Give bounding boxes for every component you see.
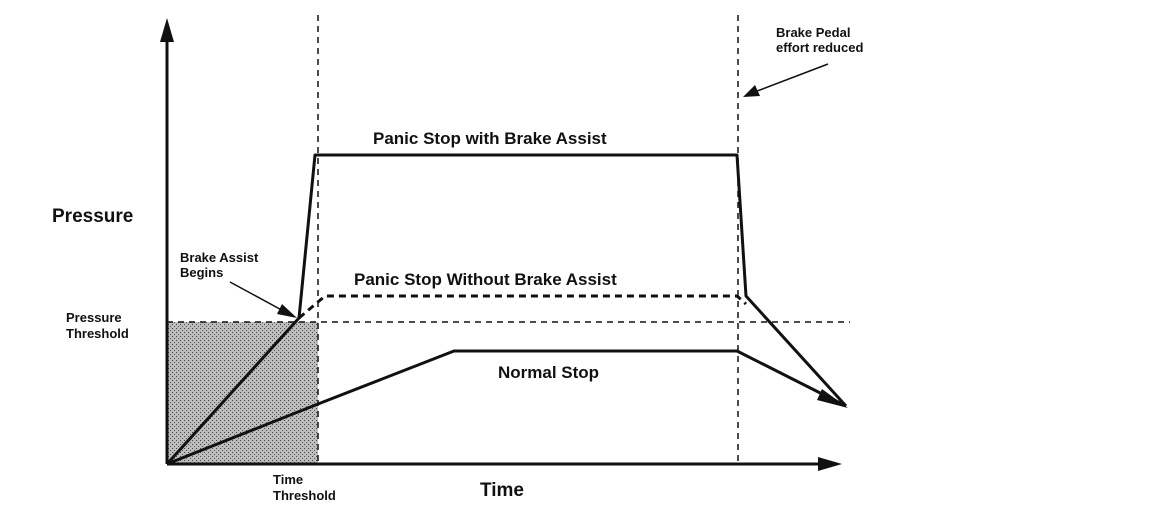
threshold-shaded-region (167, 322, 318, 464)
panic-stop-with-brake-assist-label: Panic Stop with Brake Assist (373, 129, 607, 148)
time-threshold-label: Time Threshold (273, 472, 336, 503)
brake-pedal-pointer (751, 63, 829, 94)
brake-assist-begins-pointer (229, 281, 290, 315)
x-axis-label: Time (480, 480, 524, 501)
release-arrowhead (817, 389, 848, 408)
panic-stop-without-brake-assist-label: Panic Stop Without Brake Assist (354, 270, 617, 289)
panic-stop-with-brake-assist-curve (165, 153, 848, 466)
brake-assist-begins-label: Brake Assist Begins (180, 250, 262, 280)
normal-stop-curve (166, 349, 847, 466)
x-axis-arrowhead (818, 457, 842, 471)
pressure-threshold-label: Pressure Threshold (66, 310, 129, 341)
panic-stop-without-brake-assist-curve (298, 294, 747, 320)
normal-stop-label: Normal Stop (498, 363, 599, 382)
brake-pedal-label: Brake Pedal effort reduced (776, 25, 863, 55)
brake-assist-begins-arrowhead (277, 304, 297, 318)
y-axis-arrowhead (160, 18, 174, 42)
brake-pedal-arrowhead (743, 85, 760, 97)
y-axis-label: Pressure (52, 206, 133, 227)
